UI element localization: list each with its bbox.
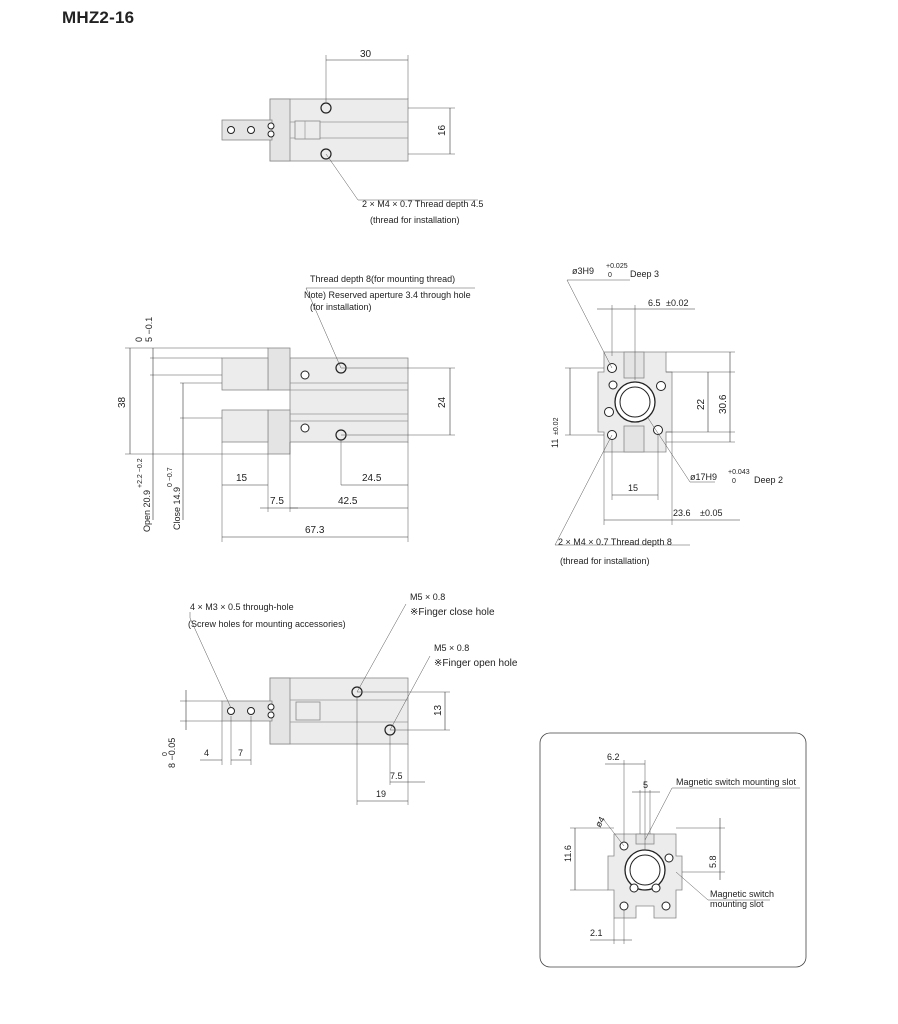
close-tol: 0 −0.7 — [167, 467, 174, 487]
mount-hole-2 — [320, 148, 332, 160]
dim-15-front: 15 — [236, 473, 248, 484]
dim-11-6: 11.6 — [563, 845, 573, 862]
slot-label-2a: Magnetic switch — [710, 889, 774, 899]
front-view: Thread depth 8(for mounting thread) Note… — [117, 274, 475, 542]
front-view-body — [289, 357, 409, 443]
mount-hole-1 — [320, 102, 332, 114]
bottom-accessory-note: (Screw holes for mounting accessories) — [188, 619, 346, 629]
dim-13: 13 — [433, 704, 444, 716]
dim-6-5-tol: ±0.02 — [666, 298, 688, 308]
pin-hole-tol-lower: 0 — [608, 272, 612, 279]
dim-38: 38 — [117, 396, 128, 408]
bore-tol-lower: 0 — [732, 478, 736, 485]
bore-deep: Deep 2 — [754, 475, 783, 485]
dim-5: 5 −0.1 — [144, 317, 154, 342]
bore-label: ø17H9 — [690, 472, 717, 482]
dim-5-detail: 5 — [643, 780, 648, 790]
front-install-note: (for installation) — [310, 302, 372, 312]
top-view-body — [269, 98, 409, 162]
dim-42-5: 42.5 — [338, 496, 358, 507]
dim-8-upper: 0 — [162, 752, 169, 756]
dim-5-upper: 0 — [134, 337, 144, 342]
dim-7: 7 — [238, 748, 243, 758]
dim-4: 4 — [204, 748, 209, 758]
bore-circle — [614, 381, 656, 423]
dim-11-tol: ±0.02 — [553, 417, 560, 435]
side-install-note: (thread for installation) — [560, 556, 650, 566]
open-dim: Open 20.9 — [142, 490, 152, 532]
dim-30: 30 — [360, 49, 372, 60]
dim-15-side: 15 — [628, 483, 638, 493]
dim-23-6: 23.6 — [673, 508, 691, 518]
side-view: ø3H9 +0.025 0 Deep 3 6.5 ±0.02 22 30.6 1… — [550, 263, 783, 566]
upper-finger — [221, 357, 269, 391]
finger-open-label: ※Finger open hole — [434, 658, 518, 669]
slot-label-2b: mounting slot — [710, 899, 764, 909]
dim-7-5-bottom: 7.5 — [390, 771, 403, 781]
dim-8: 8 −0.05 — [167, 738, 177, 768]
finger-close-label: ※Finger close hole — [410, 607, 495, 618]
dim-22: 22 — [696, 398, 707, 410]
dim-30-6: 30.6 — [718, 394, 729, 414]
dim-23-6-tol: ±0.05 — [700, 508, 722, 518]
dim-67-3: 67.3 — [305, 525, 325, 536]
open-tol: +2.2 −0.2 — [137, 458, 144, 488]
dim-7-5-front: 7.5 — [270, 496, 284, 507]
m5-open: M5 × 0.8 — [434, 643, 469, 653]
m5-close: M5 × 0.8 — [410, 592, 445, 602]
detail-frame — [539, 732, 807, 968]
side-thread-note: 2 × M4 × 0.7 Thread depth 8 — [558, 537, 672, 547]
dim-16: 16 — [437, 124, 448, 136]
bottom-screw-note: 4 × M3 × 0.5 through-hole — [190, 602, 294, 612]
front-aperture-note: Note) Reserved aperture 3.4 through hole — [304, 290, 471, 300]
lower-finger — [221, 409, 269, 443]
dia-4: ø4 — [593, 815, 607, 829]
detail-view: 6.2 5 Magnetic switch mounting slot ø4 1… — [539, 732, 807, 968]
pin-hole-label: ø3H9 — [572, 266, 594, 276]
dim-24-5: 24.5 — [362, 473, 382, 484]
pin-hole-deep: Deep 3 — [630, 269, 659, 279]
dim-6-5: 6.5 — [648, 298, 661, 308]
dim-24: 24 — [437, 396, 448, 408]
page-title: MHZ2-16 — [62, 8, 135, 27]
top-install-note: (thread for installation) — [370, 215, 460, 225]
pin-hole-tol-upper: +0.025 — [606, 263, 628, 270]
dim-6-2: 6.2 — [607, 752, 620, 762]
front-thread-note: Thread depth 8(for mounting thread) — [310, 274, 455, 284]
top-view: 30 16 2 × M4 × 0.7 Thread depth 4.5 (thr… — [221, 49, 483, 225]
top-thread-note: 2 × M4 × 0.7 Thread depth 4.5 — [362, 199, 483, 209]
bottom-view: 4 × M3 × 0.5 through-hole (Screw holes f… — [162, 592, 518, 805]
close-dim: Close 14.9 — [172, 487, 182, 530]
slot-label-1: Magnetic switch mounting slot — [676, 777, 797, 787]
dim-2-1: 2.1 — [590, 928, 603, 938]
dim-19: 19 — [376, 789, 386, 799]
dim-11: 11 — [550, 439, 560, 448]
dim-5-8: 5.8 — [708, 855, 718, 868]
bore-tol-upper: +0.043 — [728, 469, 750, 476]
